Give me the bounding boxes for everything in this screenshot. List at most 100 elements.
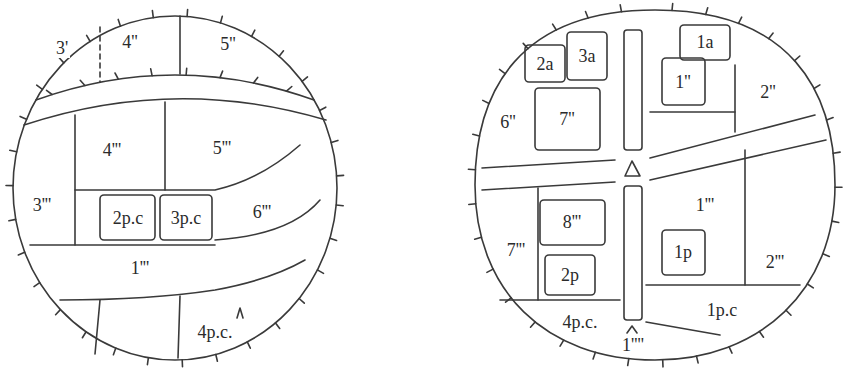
spine [531,322,536,327]
spine [152,11,155,18]
spine [181,360,183,367]
spine [553,24,557,30]
suture [646,322,720,335]
spine [34,283,40,287]
spine [593,352,595,359]
plate-label: 5''' [211,138,234,158]
spine [6,185,13,187]
plate-label: 1''' [694,195,717,215]
spine [469,203,476,205]
plate-label: 2p.c [111,208,146,228]
spine [216,355,218,362]
spine [247,342,250,348]
plate-outline [160,195,212,240]
suture [650,111,735,113]
spine [279,51,283,57]
plate-outline [567,32,607,80]
spine [320,107,326,110]
suture [215,200,320,240]
spine [337,175,344,177]
spine [20,116,26,119]
spine [500,69,506,73]
cell-outline [475,10,835,360]
spine [331,140,338,142]
spine [317,270,323,274]
spine [729,347,732,353]
spine [80,80,85,85]
plate-label: 4p.c. [561,312,600,332]
spine [118,19,120,26]
spine [759,332,763,338]
spine [9,219,16,220]
suture [74,115,76,245]
spine [807,284,813,288]
sulcal-plate [624,30,642,150]
plate-label: 4'' [120,32,140,52]
plate-outline [662,230,705,275]
spine [113,348,115,355]
suture [646,284,800,286]
spine [37,85,43,89]
spine [697,356,699,363]
pointer-mark [627,326,637,333]
suture [164,102,166,190]
girdle-line [36,75,314,100]
spine [827,118,834,121]
cell-outline [13,16,337,360]
spine [835,186,842,188]
plate-label: 1a [695,32,716,52]
plate-label: 7'' [557,109,577,129]
spine [302,77,307,82]
spine [483,100,489,103]
sulcal-plate [624,186,642,320]
spine [336,204,343,206]
plate-outline [525,45,565,82]
spine [786,310,791,315]
suture [178,296,180,358]
plate-label: 3''' [31,195,54,215]
spine [287,87,292,92]
plate-outline [680,25,730,60]
suture [537,188,539,300]
plate-label: 2a [535,54,556,74]
spine [47,90,53,94]
girdle-line [650,140,826,180]
plate-label: 4p.c. [196,322,235,342]
plate-label: 3' [54,38,70,58]
spine-group [6,4,842,367]
spine [186,10,188,17]
girdle-line [24,99,326,125]
plate-outline [540,200,605,245]
plate-label: 6''' [251,202,274,222]
plate-label: 2p [559,265,581,285]
plate-label: 6'' [498,112,518,132]
spine [586,12,589,19]
spine [823,254,830,257]
spine [620,5,621,12]
plate-label: 5'' [218,34,238,54]
girdle-line [650,115,815,158]
spine [330,238,337,240]
plate-label: 4''' [101,140,124,160]
spine [560,340,564,346]
spine [151,69,152,76]
suture [95,300,100,354]
plate-label: 1'''' [620,335,646,355]
spine [185,68,187,75]
spine [814,85,820,89]
plate-label: 7''' [505,240,528,260]
spine [147,358,148,365]
girdle-line [482,160,615,168]
suture [30,244,215,246]
spine [468,168,475,170]
suture [734,65,736,132]
girdle-line [482,182,615,190]
spine [87,35,91,41]
spine [10,150,17,152]
plate-label: 2'' [758,82,778,102]
spine [59,58,64,63]
spine [221,16,223,23]
spine [671,4,673,11]
plate-label: 1p.c [705,300,740,320]
